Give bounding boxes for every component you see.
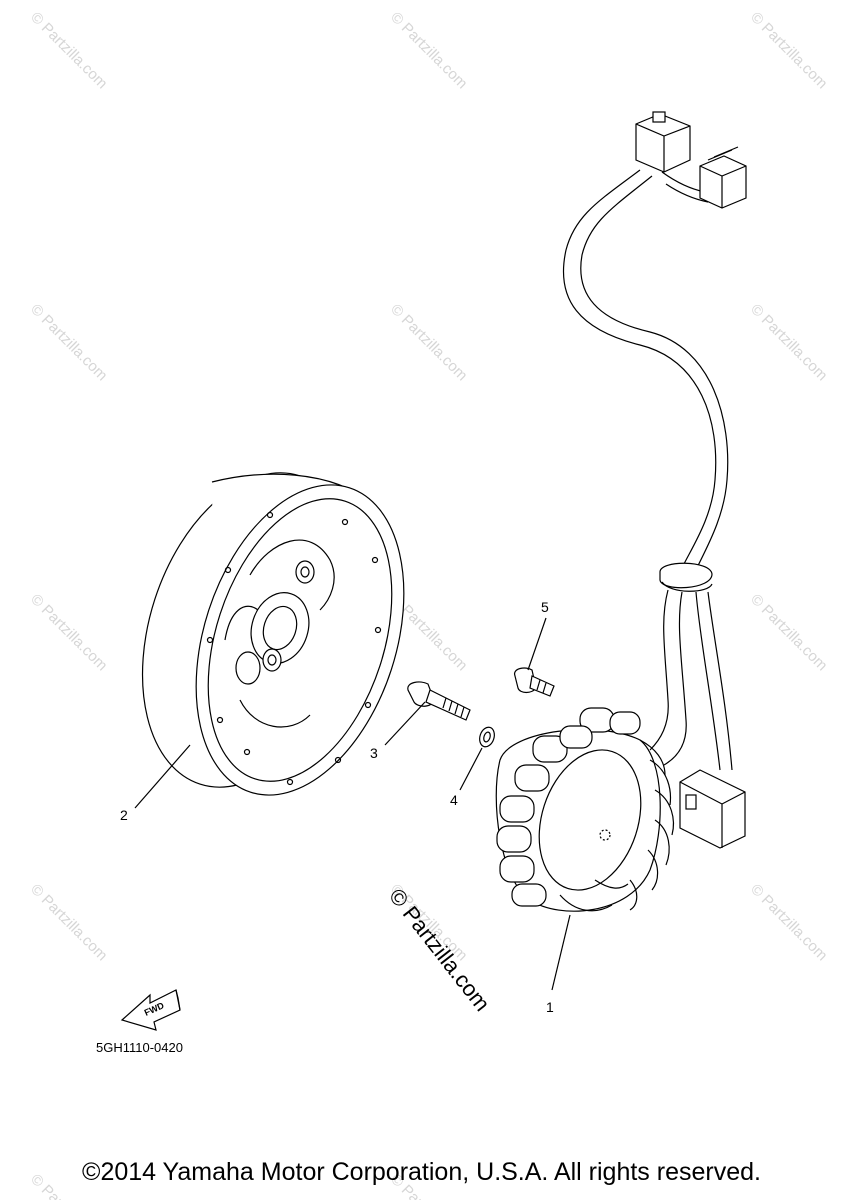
diagram-code: 5GH1110-0420 bbox=[96, 1040, 183, 1055]
callout-1: 1 bbox=[546, 999, 554, 1015]
watermark: © Partzilla.com bbox=[27, 591, 110, 674]
wire-harness bbox=[562, 111, 747, 849]
watermark: © Partzilla.com bbox=[747, 881, 830, 964]
callout-5: 5 bbox=[541, 599, 549, 615]
copyright-notice: ©2014 Yamaha Motor Corporation, U.S.A. A… bbox=[82, 1158, 761, 1186]
watermark: © Partzilla.com bbox=[387, 301, 470, 384]
fwd-arrow: FWD bbox=[120, 989, 181, 1031]
screw-part-5 bbox=[514, 667, 555, 697]
stator-assembly bbox=[495, 707, 675, 912]
leader-lines bbox=[134, 617, 571, 991]
washer-part-4 bbox=[479, 726, 495, 748]
watermark: © Partzilla.com bbox=[27, 881, 110, 964]
callout-4: 4 bbox=[450, 792, 458, 808]
watermark: © Partzilla.com bbox=[747, 301, 830, 384]
watermark: © Partzilla.com bbox=[747, 9, 830, 92]
callout-2: 2 bbox=[120, 807, 128, 823]
bolt-part-3 bbox=[407, 681, 471, 721]
watermark: © Partzilla.com bbox=[747, 591, 830, 674]
watermark: © Partzilla.com bbox=[27, 9, 110, 92]
center-watermark: © Partzilla.com bbox=[384, 884, 495, 1016]
watermark: © Partzilla.com bbox=[27, 301, 110, 384]
rotor-flywheel bbox=[141, 472, 405, 796]
watermark: © Partzilla.com bbox=[387, 9, 470, 92]
callout-3: 3 bbox=[370, 745, 378, 761]
